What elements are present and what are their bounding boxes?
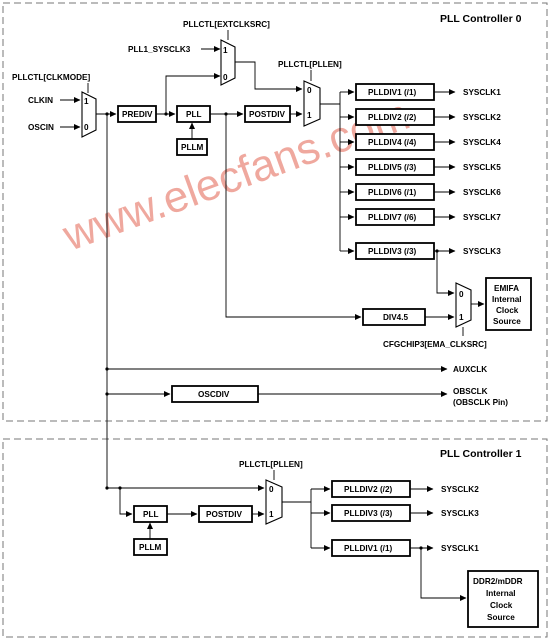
pll1-divider-branches xyxy=(311,486,331,551)
clkin-label: CLKIN xyxy=(28,96,53,105)
pll0-pll-label: PLL xyxy=(186,110,201,119)
pll0-div-3-label: PLLDIV4 (/4) xyxy=(368,138,416,147)
pll1-osc-node xyxy=(105,486,109,490)
extclksrc-label: PLLCTL[EXTCLKSRC] xyxy=(183,20,270,29)
pll1-sysclk3-label: PLL1_SYSCLK3 xyxy=(128,45,191,54)
pll0-sysclk-1-label: SYSCLK1 xyxy=(463,88,501,97)
pll0-divider-branches xyxy=(340,89,355,254)
pll1-pllen-mux xyxy=(265,479,283,525)
pll0-divider-3: PLLDIV4 (/4) SYSCLK4 xyxy=(355,133,501,151)
pll1-title: PLL Controller 1 xyxy=(440,448,522,460)
sysclk1-to-ddr-wire xyxy=(420,548,467,601)
pll1-postdiv-label: POSTDIV xyxy=(206,510,242,519)
pll1-div-1-label: PLLDIV2 (/2) xyxy=(344,485,392,494)
extclksrc-mux xyxy=(220,39,236,86)
pll-controller-0-region xyxy=(2,2,548,422)
pll1-div-3-label: PLLDIV1 (/1) xyxy=(344,544,392,553)
ddr-line-2: Internal xyxy=(486,589,516,598)
div45-label: DIV4.5 xyxy=(383,313,408,322)
pll0-pllm-label: PLLM xyxy=(181,143,203,152)
pll1-pllen-mux-in-1: 1 xyxy=(269,510,274,519)
sysclk3-to-ema-mux-wire xyxy=(436,251,455,296)
pll1-pll-label: PLL xyxy=(143,510,158,519)
emifa-line-2: Internal xyxy=(492,295,522,304)
ddr-clock-source-box xyxy=(467,570,539,628)
sysclk3-node xyxy=(435,249,439,253)
pll0-divider-7: PLLDIV3 (/3) SYSCLK3 xyxy=(355,242,501,260)
pll0-div-4-label: PLLDIV5 (/3) xyxy=(368,163,416,172)
pll1-divider-3: PLLDIV1 (/1) SYSCLK1 xyxy=(331,539,479,557)
ema-mux-in-0: 0 xyxy=(459,290,464,299)
oscin-label: OSCIN xyxy=(28,123,54,132)
pll0-pllen-mux xyxy=(303,80,321,127)
emifa-line-1: EMIFA xyxy=(494,284,519,293)
extclksrc-mux-in-0: 0 xyxy=(223,73,228,82)
pll1-sysclk-3-label: SYSCLK1 xyxy=(441,544,479,553)
ema-clksrc-mux xyxy=(455,282,472,328)
pll0-sysclk-6-label: SYSCLK7 xyxy=(463,213,501,222)
clkmode-mux xyxy=(81,91,97,138)
auxclk-label: AUXCLK xyxy=(453,365,487,374)
extclksrc-out-wire xyxy=(235,61,303,92)
pll0-sysclk-4-label: SYSCLK5 xyxy=(463,163,501,172)
pll-to-div45-wire xyxy=(225,114,362,320)
obsclk-label: OBSCLK xyxy=(453,387,488,396)
sysclk1-node xyxy=(419,546,423,550)
emifa-line-4: Source xyxy=(493,317,521,326)
pll0-pllen-mux-in-0: 0 xyxy=(307,86,312,95)
clkmode-mux-in-0: 0 xyxy=(84,123,89,132)
pll0-div-7-label: PLLDIV3 (/3) xyxy=(368,247,416,256)
extclksrc-mux-in-1: 1 xyxy=(223,46,228,55)
auxclk-node xyxy=(105,367,109,371)
obsclk-pin-label: (OBSCLK Pin) xyxy=(453,398,508,407)
pll0-divider-1: PLLDIV1 (/1) SYSCLK1 xyxy=(355,83,501,101)
emifa-clock-source-box xyxy=(485,277,532,331)
pll1-div-2-label: PLLDIV3 (/3) xyxy=(344,509,392,518)
prediv-label: PREDIV xyxy=(122,110,153,119)
pll-controller-1-region xyxy=(2,438,548,638)
pll0-sysclk-3-label: SYSCLK4 xyxy=(463,138,501,147)
pll0-divider-5: PLLDIV6 (/1) SYSCLK6 xyxy=(355,183,501,201)
pll0-sysclk-7-label: SYSCLK3 xyxy=(463,247,501,256)
prediv-bypass-wire xyxy=(165,73,221,114)
pll1-pllm-box xyxy=(133,538,168,556)
pll0-pllen-mux-in-1: 1 xyxy=(307,111,312,120)
pll0-sysclk-5-label: SYSCLK6 xyxy=(463,188,501,197)
pll1-sysclk-1-label: SYSCLK2 xyxy=(441,485,479,494)
pll0-sysclk-2-label: SYSCLK2 xyxy=(463,113,501,122)
pll0-div-6-label: PLLDIV7 (/6) xyxy=(368,213,416,222)
pll1-pllen-label: PLLCTL[PLLEN] xyxy=(239,460,303,469)
pll0-div-5-label: PLLDIV6 (/1) xyxy=(368,188,416,197)
oscdiv-label: OSCDIV xyxy=(198,390,230,399)
ema-mux-in-1: 1 xyxy=(459,313,464,322)
emifa-line-3: Clock xyxy=(496,306,519,315)
pll1-pllm-label: PLLM xyxy=(139,543,161,552)
pll0-divider-6: PLLDIV7 (/6) SYSCLK7 xyxy=(355,208,501,226)
pll0-div-1-label: PLLDIV1 (/1) xyxy=(368,88,416,97)
oscdiv-node xyxy=(105,392,109,396)
pll0-title: PLL Controller 0 xyxy=(440,13,522,25)
pll1-branch-node xyxy=(118,486,122,490)
pll0-divider-4: PLLDIV5 (/3) SYSCLK5 xyxy=(355,158,501,176)
ema-clksrc-label: CFGCHIP3[EMA_CLKSRC] xyxy=(383,340,487,349)
ddr-line-1: DDR2/mDDR xyxy=(473,577,523,586)
pll0-pllen-label: PLLCTL[PLLEN] xyxy=(278,60,342,69)
pll0-divider-2: PLLDIV2 (/2) SYSCLK2 xyxy=(355,108,501,126)
osc-to-pll1-wire xyxy=(119,488,133,517)
pll0-div-2-label: PLLDIV2 (/2) xyxy=(368,113,416,122)
pll0-postdiv-label: POSTDIV xyxy=(249,110,285,119)
pll1-divider-2: PLLDIV3 (/3) SYSCLK3 xyxy=(331,504,479,522)
pll1-pllen-mux-in-0: 0 xyxy=(269,485,274,494)
pll1-sysclk-2-label: SYSCLK3 xyxy=(441,509,479,518)
pll1-divider-1: PLLDIV2 (/2) SYSCLK2 xyxy=(331,480,479,498)
clkmode-mux-in-1: 1 xyxy=(84,97,89,106)
clkmode-label: PLLCTL[CLKMODE] xyxy=(12,73,90,82)
ddr-line-3: Clock xyxy=(490,601,513,610)
ddr-line-4: Source xyxy=(487,613,515,622)
